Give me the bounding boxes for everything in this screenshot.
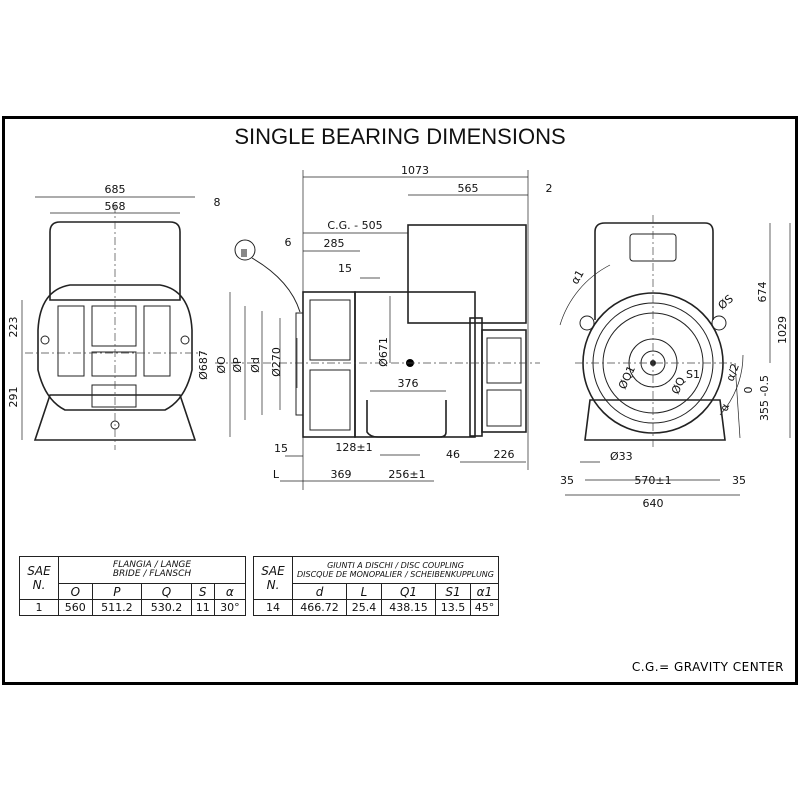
flange-header-line1: FLANGIA / LANGE bbox=[112, 560, 192, 570]
table-row: 1 560 511.2 530.2 11 30° bbox=[19, 599, 247, 616]
dim-15-top: 15 bbox=[338, 262, 352, 275]
dim-8: 8 bbox=[214, 196, 221, 209]
dim-685: 685 bbox=[105, 183, 126, 196]
col-d: d bbox=[291, 583, 348, 600]
cell: 466.72 bbox=[291, 599, 348, 616]
dim-355: 355 -0.5 bbox=[758, 375, 771, 421]
label-alpha1: α1 bbox=[568, 268, 586, 287]
n-label: N. bbox=[266, 578, 280, 592]
left-end-view: 685 568 223 291 bbox=[7, 183, 205, 450]
sae-label: SAE bbox=[27, 564, 51, 578]
flange-header-line2: BRIDE / FLANSCH bbox=[112, 569, 192, 579]
cell: 30° bbox=[213, 599, 247, 616]
col-O: O bbox=[58, 583, 93, 600]
gravity-center-note: C.G.= GRAVITY CENTER bbox=[631, 660, 784, 674]
dim-128: 128±1 bbox=[335, 441, 372, 454]
dim-35-left: 35 bbox=[560, 474, 574, 487]
cell: 511.2 bbox=[91, 599, 143, 616]
col-Q: Q bbox=[141, 583, 192, 600]
dim-1073: 1073 bbox=[401, 164, 429, 177]
col-S1: S1 bbox=[435, 583, 471, 600]
cell: 530.2 bbox=[141, 599, 192, 616]
cell: 11 bbox=[190, 599, 215, 616]
col-S: S bbox=[190, 583, 215, 600]
dim-226: 226 bbox=[494, 448, 515, 461]
dim-2: 2 bbox=[546, 182, 553, 195]
label-dia-Q1: ØQ1 bbox=[616, 364, 638, 392]
dim-15-bot: 15 bbox=[274, 442, 288, 455]
coupling-header-line2: DISCQUE DE MONOPALIER / SCHEIBENKUPPLUNG bbox=[296, 570, 494, 579]
col-Q1: Q1 bbox=[380, 583, 437, 600]
dim-640: 640 bbox=[643, 497, 664, 510]
dim-291: 291 bbox=[7, 387, 20, 408]
table-row: 14 466.72 25.4 438.15 13.5 45° bbox=[253, 599, 500, 616]
dim-376: 376 bbox=[398, 377, 419, 390]
dim-dia-687: Ø687 bbox=[197, 350, 210, 380]
col-alpha: α bbox=[213, 583, 247, 600]
label-alpha-half: α/2 bbox=[724, 362, 742, 383]
dim-568: 568 bbox=[105, 200, 126, 213]
dim-dia-270: Ø270 bbox=[270, 347, 283, 377]
dim-256: 256±1 bbox=[388, 468, 425, 481]
dim-565: 565 bbox=[458, 182, 479, 195]
dim-369: 369 bbox=[331, 468, 352, 481]
dim-46: 46 bbox=[446, 448, 460, 461]
col-P: P bbox=[91, 583, 143, 600]
cell: 560 bbox=[58, 599, 93, 616]
dim-L: L bbox=[273, 468, 280, 481]
drawing-frame bbox=[2, 116, 798, 685]
dim-dia-671: Ø671 bbox=[377, 337, 390, 367]
col-alpha1: α1 bbox=[469, 583, 500, 600]
dim-dia-d: Ød bbox=[249, 357, 262, 373]
cell: 45° bbox=[469, 599, 500, 616]
label-alpha: α bbox=[718, 402, 733, 413]
coupling-header-line1: GIUNTI A DISCHI / DISC COUPLING bbox=[327, 561, 464, 570]
dim-570: 570±1 bbox=[634, 474, 671, 487]
label-S1: S1 bbox=[686, 368, 700, 381]
n-label: N. bbox=[32, 578, 46, 592]
cell-sae: 1 bbox=[19, 599, 59, 616]
dim-285: 285 bbox=[324, 237, 345, 250]
label-dia-S: ØS bbox=[716, 292, 736, 312]
front-end-view: α1 ØS S1 α/2 α ØQ1 ØQ 674 1029 0 355 -0.… bbox=[559, 215, 791, 510]
dim-dia-O: ØO bbox=[215, 356, 228, 374]
cell: 438.15 bbox=[380, 599, 437, 616]
cell-sae: 14 bbox=[253, 599, 293, 616]
cell: 13.5 bbox=[435, 599, 471, 616]
sae-label: SAE bbox=[261, 564, 285, 578]
dim-35-right: 35 bbox=[732, 474, 746, 487]
dim-6: 6 bbox=[285, 236, 292, 249]
dim-dia-P: ØP bbox=[231, 357, 244, 373]
dim-1029: 1029 bbox=[776, 316, 789, 344]
dim-tol-0: 0 bbox=[742, 387, 755, 394]
drawing-title: SINGLE BEARING DIMENSIONS bbox=[234, 124, 566, 149]
col-L: L bbox=[346, 583, 382, 600]
cell: 25.4 bbox=[346, 599, 382, 616]
dim-cg-505: C.G. - 505 bbox=[327, 219, 382, 232]
dim-674: 674 bbox=[756, 282, 769, 303]
side-view: 1073 565 2 8 6 C.G. - 505 285 15 Ø687 ØO… bbox=[197, 164, 553, 490]
dim-dia-33: Ø33 bbox=[610, 450, 633, 463]
dim-223: 223 bbox=[7, 317, 20, 338]
